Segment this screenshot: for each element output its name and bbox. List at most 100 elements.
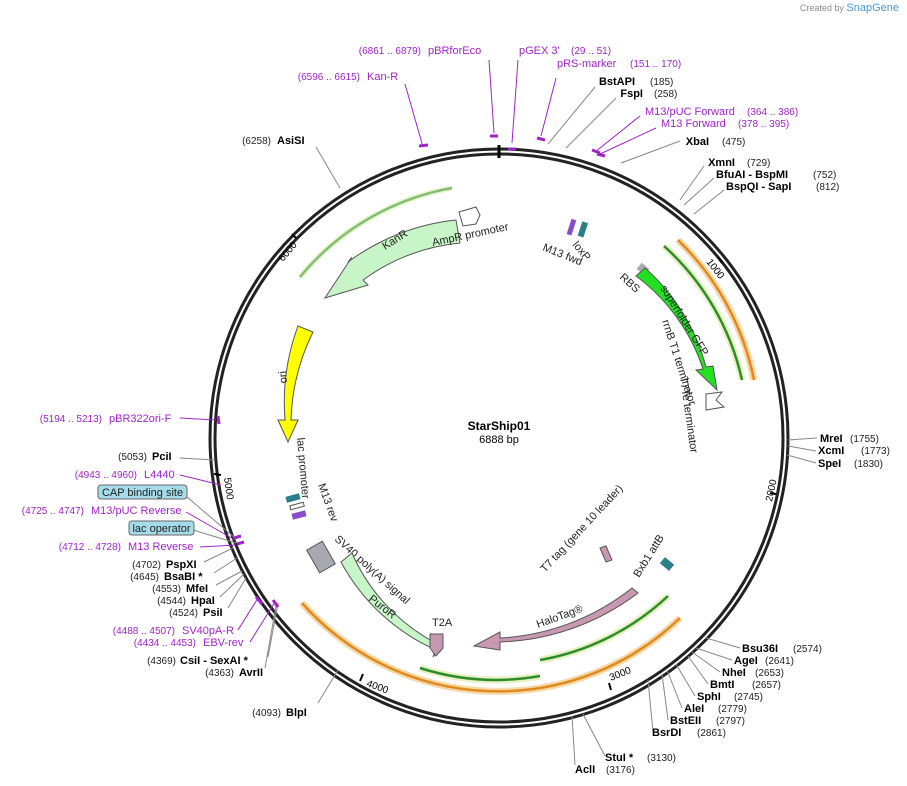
puror-orf — [419, 666, 541, 682]
site-hpai: (4544) HpaI — [157, 573, 245, 607]
lac-promoter-label: lac promoter — [294, 437, 311, 499]
site-name-hpai: HpaI — [191, 595, 215, 607]
primer-line-m13-fwd — [599, 127, 657, 155]
site-name-bsrdi: BsrDI — [652, 727, 681, 739]
primer-line-pbr322ori — [179, 417, 217, 421]
primer-pbrforeco: (6861 .. 6879) pBRforEco — [359, 45, 481, 57]
primer-line-m13-rev — [199, 544, 237, 548]
site-name-spei: SpeI — [818, 458, 841, 470]
m13-fwd-mark — [566, 218, 577, 236]
site-nhei: NheI (2653) — [691, 651, 784, 679]
site-mrei: MreI (1755) — [787, 433, 879, 445]
site-xcmi: XcmI (1773) — [787, 445, 890, 457]
site-bspqi: BspQI - SapI (812) — [693, 181, 839, 215]
site-pos-bstapi: (185) — [650, 77, 673, 88]
site-name-alei: AleI — [684, 703, 704, 715]
site-csii: (4369) CsiI - SexAI * — [147, 602, 279, 667]
site-acli: AclI (3176) — [571, 715, 635, 776]
credit-brand: SnapGene — [846, 2, 899, 14]
primer-pos-pgex3: (29 .. 51) — [571, 46, 611, 57]
t2a-mark — [429, 633, 444, 657]
tick-label-2000: 2000 — [764, 478, 779, 502]
ori-label: ori — [277, 371, 290, 384]
site-pos-blpi: (4093) — [252, 708, 281, 719]
primer-line-m13puc-fwd — [594, 115, 641, 153]
sv40-mark — [306, 540, 336, 574]
primer-pos-m13-rev: (4712 .. 4728) — [59, 542, 121, 553]
primer-line-pgex3 — [511, 59, 519, 144]
lac-operator-box: lac operator — [128, 520, 195, 536]
site-pos-stui: (3130) — [647, 753, 676, 764]
site-psii: (4524) PsiI — [169, 577, 247, 619]
primer-m13-fwd: M13 Forward (378 .. 395) — [661, 118, 789, 130]
site-name-xbai: XbaI — [686, 136, 709, 148]
m13-rev-label: M13 rev — [315, 482, 340, 524]
site-name-mfei: MfeI — [186, 583, 208, 595]
site-pos-acli: (3176) — [606, 765, 635, 776]
primer-sv40pa: (4488 .. 4507) SV40pA-R — [113, 625, 234, 637]
primer-pos-pbrforeco: (6861 .. 6879) — [359, 46, 421, 57]
primer-m13puc-fwd: M13/pUC Forward (364 .. 386) — [645, 106, 798, 118]
site-pcii: (5053) PciI — [118, 451, 216, 463]
site-stui: StuI * (3130) — [582, 713, 676, 764]
site-spei: SpeI (1830) — [786, 454, 883, 470]
bxb1-mark — [659, 557, 675, 571]
primer-name-prs: pRS-marker — [557, 58, 617, 70]
site-avrii: (4363) AvrII — [205, 605, 277, 679]
site-pos-bmti: (2657) — [752, 680, 781, 691]
lower-orf-orange — [301, 602, 681, 693]
site-name-nhei: NheI — [722, 667, 746, 679]
loxp-mark — [577, 221, 589, 238]
site-name-bfuai: BfuAI - BspMI — [716, 169, 788, 181]
primer-pos-kanr: (6596 .. 6615) — [298, 72, 360, 83]
primer-ebv: (4434 .. 4453) EBV-rev — [134, 637, 244, 649]
lacop-leader — [192, 529, 237, 544]
site-name-sphi: SphI — [697, 691, 721, 703]
site-bfuai: BfuAI - BspMI (752) — [683, 169, 836, 206]
primer-line-m13puc-rev — [185, 511, 236, 541]
lac-operator-label: lac operator — [132, 523, 190, 535]
site-pos-avrii: (4363) — [205, 668, 234, 679]
site-pos-xmni: (729) — [747, 158, 770, 169]
site-pos-hpai: (4544) — [157, 596, 186, 607]
site-fspi: FspI (258) — [565, 88, 677, 149]
primer-line-l4440 — [179, 474, 222, 486]
plasmid-name: StarShip01 — [468, 419, 531, 433]
primer-name-m13-rev: M13 Reverse — [128, 541, 193, 553]
site-pos-agei: (2641) — [765, 656, 794, 667]
site-pos-alei: (2779) — [718, 704, 747, 715]
site-name-avrii: AvrII — [239, 667, 263, 679]
site-name-pcii: PciI — [152, 451, 172, 463]
site-blpi: (4093) BlpI — [252, 669, 339, 719]
tick-label-5000: 5000 — [221, 477, 235, 501]
t7tag-mark — [599, 545, 613, 563]
primer-name-sv40pa: SV40pA-R — [182, 625, 234, 637]
tick-5000: 5000 — [213, 473, 235, 501]
primer-pos-l4440: (4943 .. 4960) — [75, 470, 137, 481]
site-bsrdi: BsrDI (2861) — [647, 679, 726, 739]
cap-binding-site-box: CAP binding site — [97, 484, 188, 500]
tick-label-6000: 6000 — [277, 239, 300, 263]
t2a-label: T2A — [432, 617, 453, 629]
primer-pos-m13-fwd: (378 .. 395) — [738, 119, 789, 130]
halotag-arrow — [472, 587, 639, 651]
site-pos-bfuai: (752) — [813, 170, 836, 181]
primer-name-ebv: EBV-rev — [203, 637, 244, 649]
primer-pos-ebv: (4434 .. 4453) — [134, 638, 196, 649]
primer-pos-sv40pa: (4488 .. 4507) — [113, 626, 175, 637]
site-pos-pspxi: (4702) — [132, 560, 161, 571]
site-bsabi: (4645) BsaBI * — [130, 557, 238, 583]
site-agei: AgeI (2641) — [695, 647, 794, 667]
halotag-orf — [539, 595, 669, 662]
primer-pos-m13puc-rev: (4725 .. 4747) — [22, 506, 84, 517]
snapgene-credit: Created by SnapGene — [800, 2, 899, 14]
site-name-stui: StuI * — [605, 752, 634, 764]
site-alei: AleI (2779) — [666, 669, 747, 715]
primer-name-m13puc-fwd: M13/pUC Forward — [645, 106, 735, 118]
site-pos-sphi: (2745) — [734, 692, 763, 703]
site-pos-spei: (1830) — [854, 459, 883, 470]
site-name-bsabi: BsaBI * — [164, 571, 203, 583]
credit-prefix: Created by — [799, 3, 844, 13]
site-name-bsteii: BstEII — [670, 715, 701, 727]
